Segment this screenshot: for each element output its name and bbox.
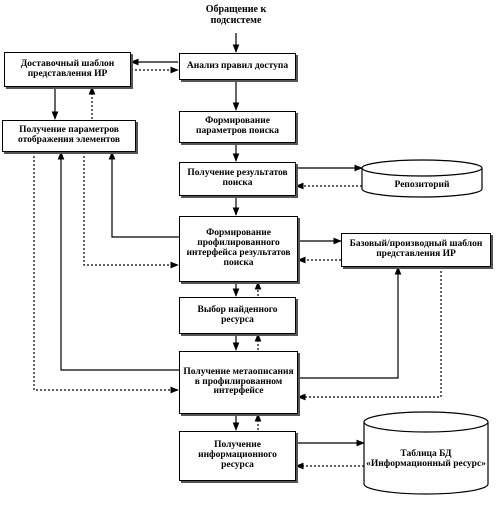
repository-cylinder	[361, 159, 483, 198]
node-get-metadescription: Получение метаописания в профилированном…	[179, 351, 298, 414]
node-profiled-interface: Формирование профилированного интерфейса…	[179, 216, 298, 282]
db-table-cylinder	[363, 411, 489, 495]
edge-profiled-to-display	[108, 151, 179, 238]
node-form-search-params: Формирование параметров поиска	[179, 111, 296, 143]
node-select-resource: Выбор найденного ресурса	[179, 297, 296, 334]
repository-label: Репозиторий	[394, 179, 450, 190]
db-table-label: Таблица БД «Информационный ресурс»	[366, 448, 486, 469]
edge-display-to-meta	[33, 152, 179, 394]
node-display-params: Получение параметров отображения элемент…	[2, 120, 136, 152]
node-delivery-template: Доставочный шаблон представления ИР	[4, 52, 131, 87]
edge-base-to-meta	[297, 267, 442, 401]
node-base-template: Базовый/производный шаблон представления…	[341, 233, 491, 267]
node-get-search-results: Получение результатов поиска	[179, 162, 296, 196]
edge-display-to-profiled	[83, 152, 179, 269]
edge-meta-to-display	[57, 151, 179, 371]
node-access-analysis: Анализ правил доступа	[179, 53, 296, 80]
node-get-info-resource: Получение информационного ресурса	[179, 431, 296, 481]
entry-label: Обращение к подсистеме	[205, 4, 267, 26]
edge-meta-to-base	[298, 266, 402, 379]
